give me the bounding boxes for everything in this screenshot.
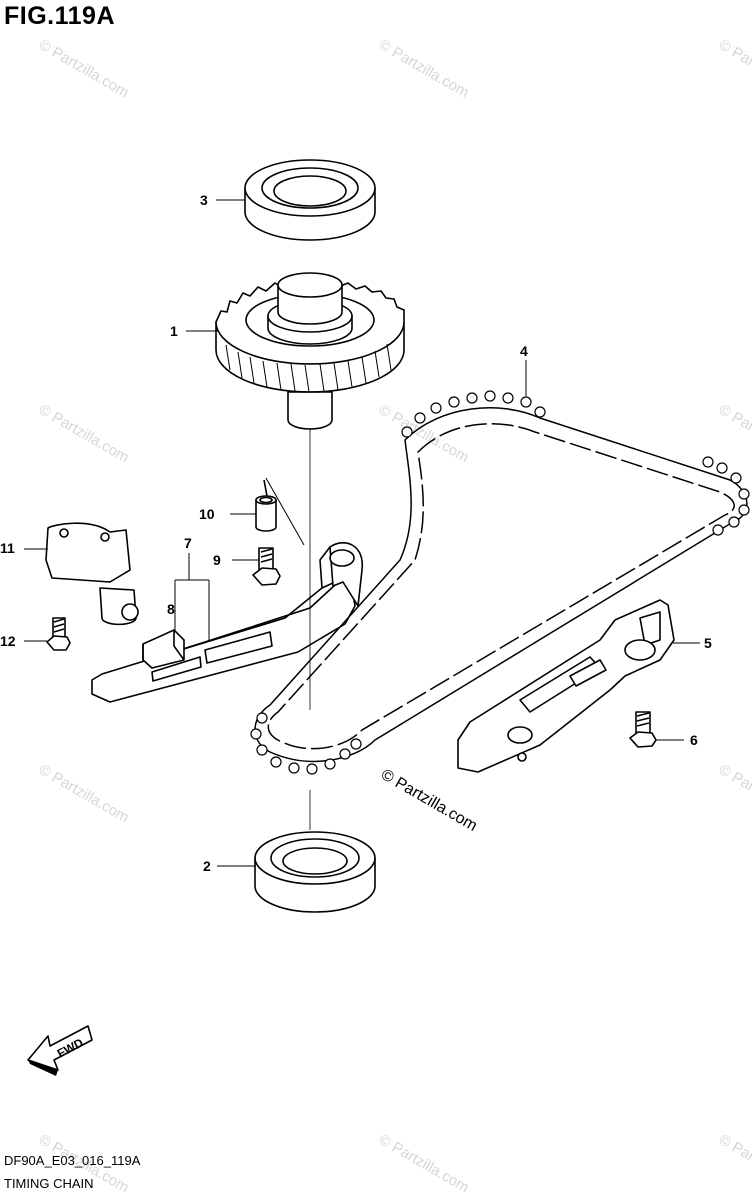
callout-1: 1 [170,323,178,339]
guide-pad [142,629,185,669]
callout-3: 3 [200,192,208,208]
callout-11: 11 [0,540,15,556]
bolt-12 [46,617,71,651]
callout-6: 6 [690,732,698,748]
figure-caption: TIMING CHAIN [4,1176,94,1191]
lower-bearing [254,831,376,913]
callout-2: 2 [203,858,211,874]
chain-damper [457,599,675,773]
callout-9: 9 [213,552,221,568]
callout-12: 12 [0,633,16,649]
tensioner [45,522,139,626]
chain-guide [91,542,363,703]
callout-10: 10 [199,506,215,522]
callout-5: 5 [704,635,712,651]
callout-7: 7 [184,535,192,551]
leader-lines [24,199,700,867]
figure-title: FIG.119A [4,2,115,30]
collar [255,479,277,532]
figure-code: DF90A_E03_016_119A [4,1153,141,1168]
upper-bearing [244,159,376,241]
timing-chain [250,390,750,775]
fwd-arrow-icon: FWD [27,1025,93,1076]
bolt-9 [252,547,281,586]
callout-8: 8 [167,601,175,617]
callout-4: 4 [520,343,528,359]
bolt-6 [629,711,657,748]
cam-gear [215,272,405,430]
